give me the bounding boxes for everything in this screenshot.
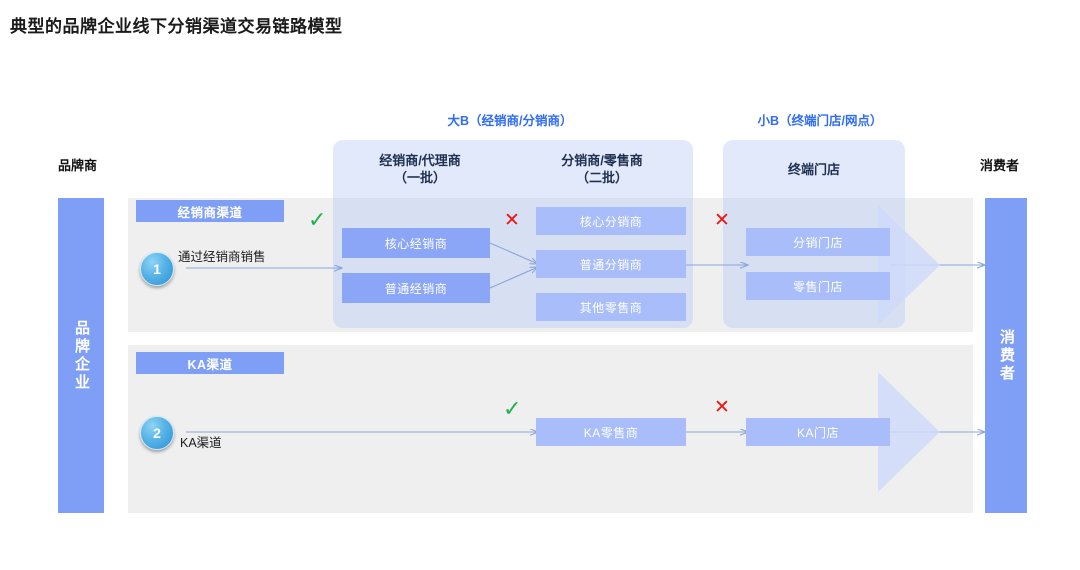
panel-head-distributor-line2: （二批） xyxy=(575,170,628,185)
node-other-retailer[interactable]: 其他零售商 xyxy=(536,293,686,321)
column-label-consumer: 消费者 xyxy=(980,158,1020,173)
column-label-brand: 品牌商 xyxy=(58,158,98,173)
panel-head-distributor-line1: 分销商/零售商 xyxy=(561,153,643,168)
panel-head-terminal: 终端门店 xyxy=(787,162,840,177)
step-bubble-1[interactable]: 1 xyxy=(140,252,174,286)
panel-head-dealer: 经销商/代理商 （一批） xyxy=(341,152,499,186)
mark-cross-ka-store: ✕ xyxy=(714,397,730,418)
mark-cross-terminal: ✕ xyxy=(714,210,730,231)
end-bar-consumer-label: 消费者 xyxy=(998,328,1015,383)
step-label-2: KA渠道 xyxy=(180,436,222,450)
node-ka-store[interactable]: KA门店 xyxy=(746,418,890,446)
node-normal-distributor[interactable]: 普通分销商 xyxy=(536,250,686,278)
group-caption-small-b: 小B（终端门店/网点） xyxy=(757,114,883,128)
group-caption-big-b: 大B（经销商/分销商） xyxy=(447,114,573,128)
panel-small-b-shade xyxy=(723,198,905,328)
panel-head-dealer-line1: 经销商/代理商 xyxy=(379,153,461,168)
node-core-distributor[interactable]: 核心分销商 xyxy=(536,207,686,235)
mark-check-ka-retailer: ✓ xyxy=(503,396,522,421)
mark-check-dealer: ✓ xyxy=(308,207,327,232)
node-core-dealer[interactable]: 核心经销商 xyxy=(342,228,490,258)
end-bar-brand-enterprise: 品牌企业 xyxy=(58,198,104,513)
panel-head-dealer-line2: （一批） xyxy=(393,170,446,185)
row-tag-dealer-channel: 经销商渠道 xyxy=(136,200,284,222)
end-bar-consumer: 消费者 xyxy=(985,198,1027,513)
mark-cross-distributor: ✕ xyxy=(504,210,520,231)
node-ka-retailer[interactable]: KA零售商 xyxy=(536,418,686,446)
node-normal-dealer[interactable]: 普通经销商 xyxy=(342,273,490,303)
end-bar-brand-enterprise-label: 品牌企业 xyxy=(73,319,90,392)
node-distribution-store[interactable]: 分销门店 xyxy=(746,228,890,256)
step-label-1: 通过经销商销售 xyxy=(178,250,266,264)
panel-head-distributor: 分销商/零售商 （二批） xyxy=(523,152,681,186)
node-retail-store[interactable]: 零售门店 xyxy=(746,272,890,300)
step-bubble-2[interactable]: 2 xyxy=(140,416,174,450)
row-tag-ka-channel: KA渠道 xyxy=(136,352,284,374)
page-title: 典型的品牌企业线下分销渠道交易链路模型 xyxy=(10,17,343,36)
